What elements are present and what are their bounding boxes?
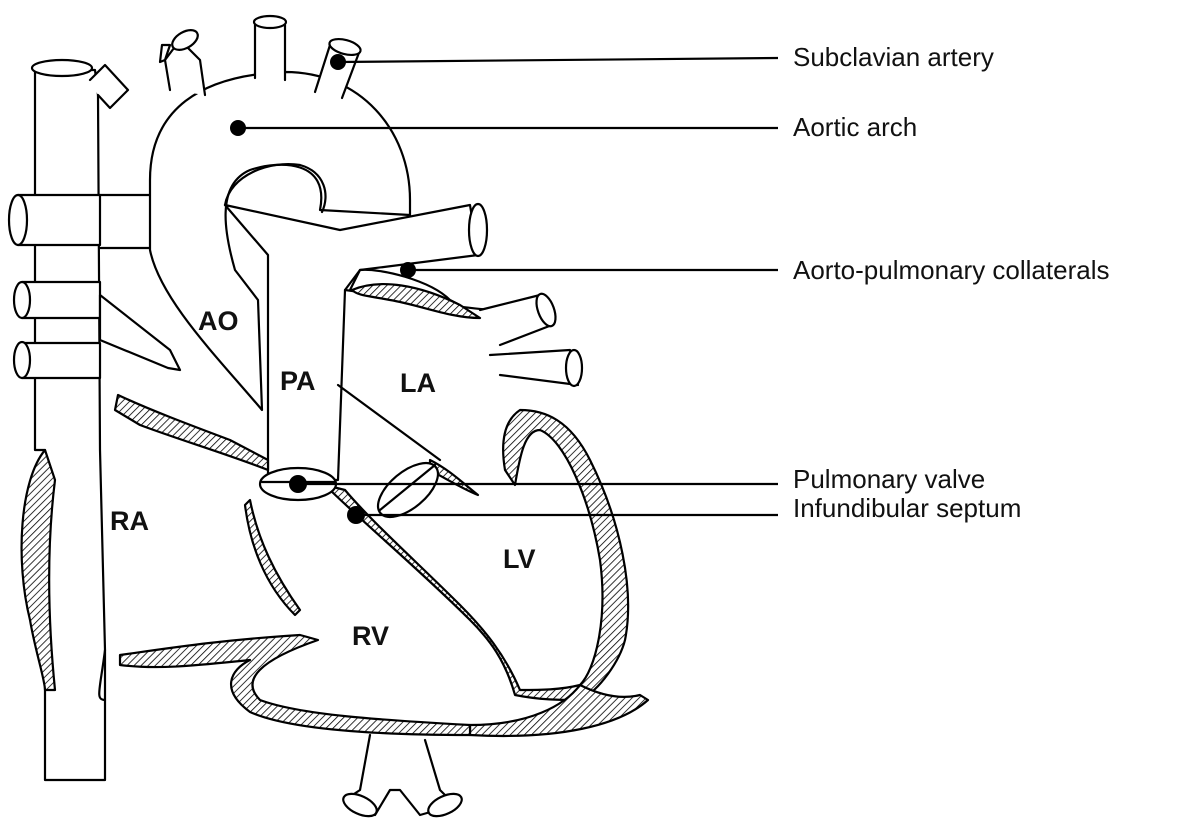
pulmonary-artery [225, 204, 487, 480]
label-ra: RA [110, 506, 149, 536]
dot-subclavian [330, 54, 346, 70]
callout-aortic-arch: Aortic arch [793, 112, 917, 142]
ventricles-outline [99, 650, 465, 821]
callout-pulmonary-valve: Pulmonary valve [793, 464, 985, 494]
label-rv: RV [352, 621, 389, 651]
dot-pulmonary-valve [289, 475, 307, 493]
dot-aortic-arch [230, 120, 246, 136]
dot-infundibular-septum [347, 506, 365, 524]
label-la: LA [400, 368, 436, 398]
label-ao: AO [198, 306, 239, 336]
callout-subclavian-artery: Subclavian artery [793, 42, 994, 72]
label-pa: PA [280, 366, 316, 396]
callout-aorto-pulmonary-collaterals: Aorto-pulmonary collaterals [793, 255, 1109, 285]
callout-infundibular-septum: Infundibular septum [793, 493, 1021, 523]
label-lv: LV [503, 544, 536, 574]
leader-subclavian [338, 58, 778, 62]
callout-labels: Subclavian artery Aortic arch Aorto-pulm… [793, 42, 1109, 523]
dot-collaterals [400, 262, 416, 278]
